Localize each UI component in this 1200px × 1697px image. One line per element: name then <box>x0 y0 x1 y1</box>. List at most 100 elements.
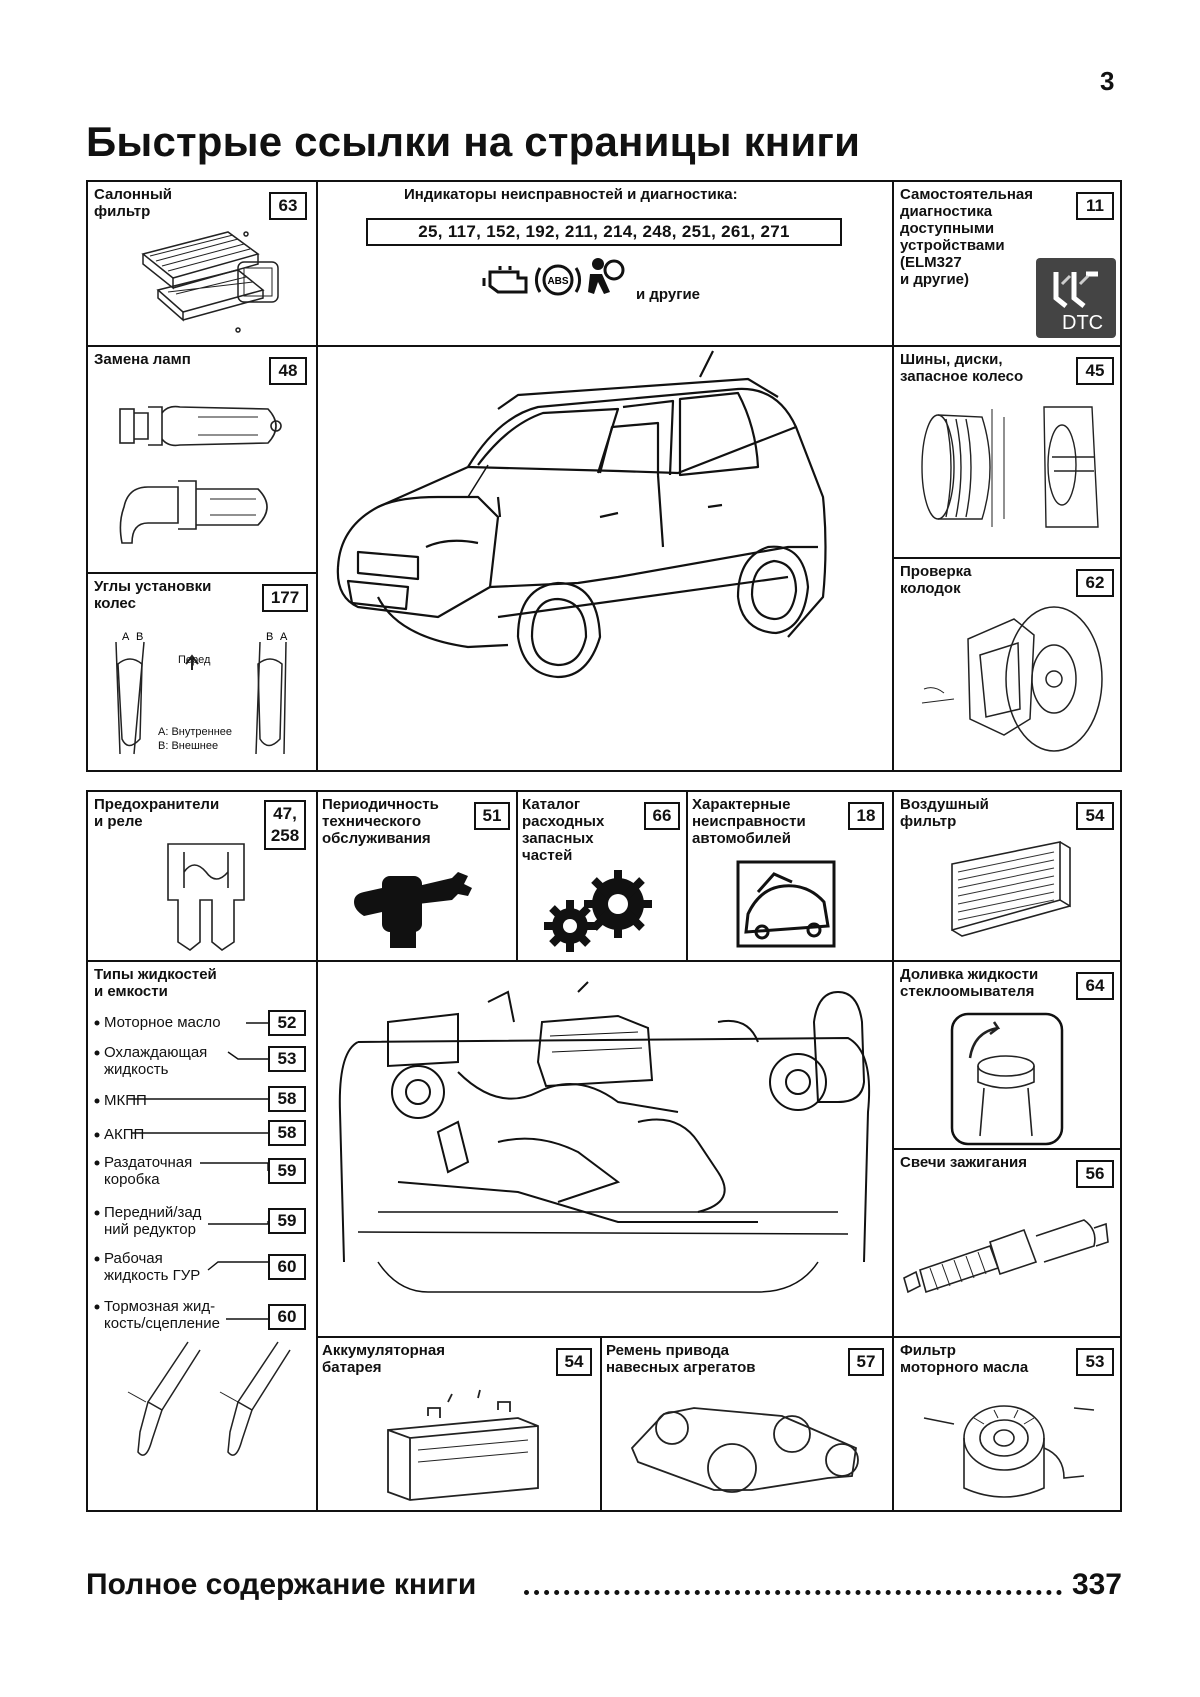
wheel-legend-a: A: Внутреннее <box>158 726 233 738</box>
bottom-grid <box>86 790 1122 1512</box>
fluid-item-0: Моторное масло <box>104 1014 221 1031</box>
battery-illustration <box>387 1389 539 1501</box>
fuses-cell[interactable]: Предохранители и реле 47, 258 <box>88 792 316 960</box>
tires-label: Шины, диски, запасное колесо <box>900 351 1024 385</box>
fluid-page-4[interactable]: 59 <box>268 1158 306 1184</box>
wrench-fist-icon <box>354 872 472 948</box>
fuses-page[interactable]: 47, 258 <box>264 800 306 850</box>
spark-plugs-cell[interactable]: Свечи зажигания 56 <box>894 1150 1120 1336</box>
wheel-b-left: B <box>136 631 143 643</box>
faults-page[interactable]: 18 <box>848 802 884 830</box>
engine-bay-illustration <box>338 981 871 1293</box>
fluids-label: Типы жидкостей и емкости <box>94 966 217 1000</box>
washer-label: Доливка жидкости стеклоомывателя <box>900 966 1039 1000</box>
check-engine-icon <box>482 266 528 294</box>
dtc-icon: DTC <box>1036 258 1116 338</box>
fluid-page-6[interactable]: 60 <box>268 1254 306 1280</box>
oil-filter-cell[interactable]: Фильтр моторного масла 53 <box>894 1338 1120 1510</box>
page-number: 3 <box>1100 66 1115 96</box>
belt-diagram <box>630 1407 859 1493</box>
air-filter-page[interactable]: 54 <box>1076 802 1114 830</box>
wheel-angles-page[interactable]: 177 <box>262 584 308 612</box>
dtc-icon-text: DTC <box>1062 312 1104 334</box>
broken-car-icon <box>736 860 836 948</box>
tires-page[interactable]: 45 <box>1076 357 1114 385</box>
diagnostics-cell[interactable]: Индикаторы неисправностей и диагностика:… <box>318 182 892 345</box>
footer-dot-leader <box>524 1590 1062 1595</box>
belt-label: Ремень привода навесных агрегатов <box>606 1342 756 1376</box>
top-grid <box>86 180 1122 772</box>
fluid-item-4: Раздаточная коробка <box>104 1154 193 1188</box>
car-illustration <box>336 350 827 679</box>
battery-page[interactable]: 54 <box>556 1348 592 1376</box>
footer-page[interactable]: 337 <box>1071 1568 1122 1601</box>
diagnostics-pages[interactable]: 25, 117, 152, 192, 211, 214, 248, 251, 2… <box>366 218 842 246</box>
fluid-page-7[interactable]: 60 <box>268 1304 306 1330</box>
fluid-page-2[interactable]: 58 <box>268 1086 306 1112</box>
footer-toc-link[interactable]: Полное содержание книги 337 <box>86 1568 1122 1602</box>
fuses-label: Предохранители и реле <box>94 796 220 830</box>
lamps-cell[interactable]: Замена ламп 48 <box>88 347 316 572</box>
washer-cap-illustration <box>950 1012 1064 1146</box>
fluid-item-1: Охлаждающая жидкость <box>104 1044 208 1078</box>
diagnostics-others: и другие <box>636 286 701 303</box>
fluid-item-2: МКПП <box>104 1092 147 1109</box>
wheel-angles-label: Углы установки колес <box>94 578 212 612</box>
brake-pads-page[interactable]: 62 <box>1076 569 1114 597</box>
wheel-b-right: B <box>266 631 273 643</box>
cabin-filter-label: Салонный фильтр <box>94 186 173 220</box>
page-title: Быстрые ссылки на страницы книги <box>86 118 861 165</box>
wheel-angles-cell[interactable]: Углы установки колес 177 A B B A Перед A… <box>88 574 316 770</box>
faults-cell[interactable]: Характерные неисправности автомобилей 18 <box>688 792 892 960</box>
fluid-page-1[interactable]: 53 <box>268 1046 306 1072</box>
fluid-page-0[interactable]: 52 <box>268 1010 306 1036</box>
faults-label: Характерные неисправности автомобилей <box>692 796 806 847</box>
spark-plug-illustration <box>903 1219 1109 1294</box>
air-filter-illustration <box>951 841 1071 937</box>
air-filter-label: Воздушный фильтр <box>900 796 989 830</box>
lamps-page[interactable]: 48 <box>269 357 307 385</box>
fluid-leader-lines <box>94 1020 291 1456</box>
lamps-label: Замена ламп <box>94 351 191 368</box>
cabin-filter-cell[interactable]: Салонный фильтр 63 <box>88 182 316 345</box>
self-diag-cell[interactable]: Самостоятельная диагностика доступными у… <box>894 182 1120 345</box>
washer-cell[interactable]: Доливка жидкости стеклоомывателя 64 <box>894 962 1120 1148</box>
maintenance-page[interactable]: 51 <box>474 802 510 830</box>
fluids-cell[interactable]: Типы жидкостей и емкости <box>88 962 316 1510</box>
maintenance-cell[interactable]: Периодичность технического обслуживания … <box>318 792 516 960</box>
fluid-item-7: Тормозная жид- кость/сцепление <box>104 1298 220 1332</box>
brake-caliper-illustration <box>921 606 1103 752</box>
belt-cell[interactable]: Ремень привода навесных агрегатов 57 <box>602 1338 892 1510</box>
self-diag-page[interactable]: 11 <box>1076 192 1114 220</box>
tires-cell[interactable]: Шины, диски, запасное колесо 45 <box>894 347 1120 557</box>
cabin-filter-page[interactable]: 63 <box>269 192 307 220</box>
lamp-bulbs-illustration <box>119 405 282 544</box>
fluid-page-3[interactable]: 58 <box>268 1120 306 1146</box>
air-filter-cell[interactable]: Воздушный фильтр 54 <box>894 792 1120 960</box>
tire-diagram <box>921 406 1099 528</box>
brake-pads-label: Проверка колодок <box>900 563 972 597</box>
oil-filter-page[interactable]: 53 <box>1076 1348 1114 1376</box>
airbag-icon <box>588 258 625 294</box>
battery-label: Аккумуляторная батарея <box>322 1342 445 1376</box>
abs-icon-text: ABS <box>547 276 568 287</box>
wheel-a-left: A <box>122 631 130 643</box>
cabin-filter-illustration <box>141 231 279 333</box>
self-diag-label: Самостоятельная диагностика доступными у… <box>900 186 1034 288</box>
fluid-item-6: Рабочая жидкость ГУР <box>104 1250 201 1284</box>
brake-pads-cell[interactable]: Проверка колодок 62 <box>894 559 1120 770</box>
wheel-alignment-diagram: A B B A <box>115 631 288 755</box>
fluid-item-5: Передний/зад ний редуктор <box>104 1204 202 1238</box>
gears-icon <box>544 870 652 952</box>
warning-icons: ABS <box>482 258 625 296</box>
abs-icon: ABS <box>535 264 581 296</box>
spark-plugs-page[interactable]: 56 <box>1076 1160 1114 1188</box>
parts-catalog-cell[interactable]: Каталог расходных запасных частей 66 <box>518 792 686 960</box>
belt-page[interactable]: 57 <box>848 1348 884 1376</box>
parts-catalog-page[interactable]: 66 <box>644 802 680 830</box>
fuse-illustration <box>167 843 245 951</box>
oil-filter-label: Фильтр моторного масла <box>900 1342 1029 1376</box>
battery-cell[interactable]: Аккумуляторная батарея 54 <box>318 1338 600 1510</box>
fluid-page-5[interactable]: 59 <box>268 1208 306 1234</box>
washer-page[interactable]: 64 <box>1076 972 1114 1000</box>
